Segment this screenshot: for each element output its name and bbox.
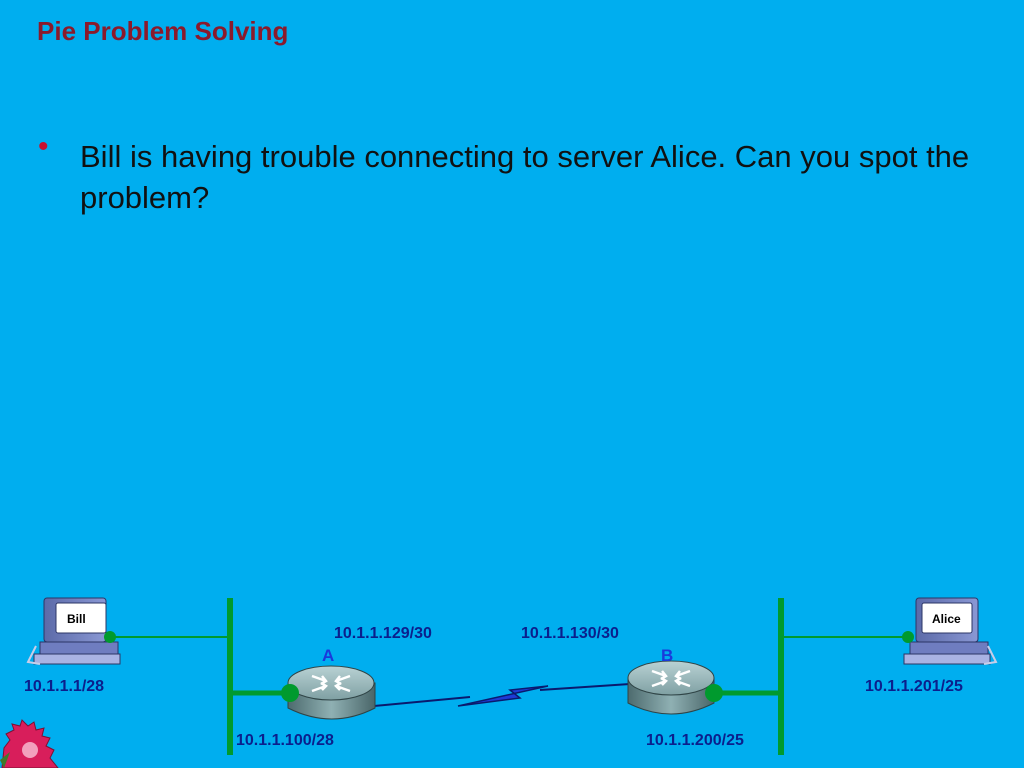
router-a-lan-ip-label: 10.1.1.100/28 [236,732,334,749]
router-b-label: B [661,646,673,665]
router-b-lan-port [705,684,723,702]
lan-b [714,598,908,755]
alice-ip-label: 10.1.1.201/25 [865,678,963,695]
bill-port [104,631,116,643]
router-b-lan-ip-label: 10.1.1.200/25 [646,732,744,749]
slide-title: Pie Problem Solving [37,16,289,46]
lan-a [110,598,290,755]
flower-logo-icon [0,719,59,768]
pc-bill-icon [26,597,121,665]
router-a-lan-port [281,684,299,702]
router-b-icon [627,660,715,715]
router-a-icon [287,665,376,720]
bullet-dot: • [38,130,49,163]
router-a-serial-ip-label: 10.1.1.129/30 [334,625,432,642]
bill-ip-label: 10.1.1.1/28 [24,678,104,695]
pc-alice-icon [903,597,998,665]
router-b-serial-ip-label: 10.1.1.130/30 [521,625,619,642]
bill-screen-label: Bill [67,612,86,626]
bullet-text: Bill is having trouble connecting to ser… [80,139,970,215]
router-a-label: A [322,646,334,665]
serial-link [373,683,631,707]
alice-screen-label: Alice [932,612,961,626]
alice-port [902,631,914,643]
